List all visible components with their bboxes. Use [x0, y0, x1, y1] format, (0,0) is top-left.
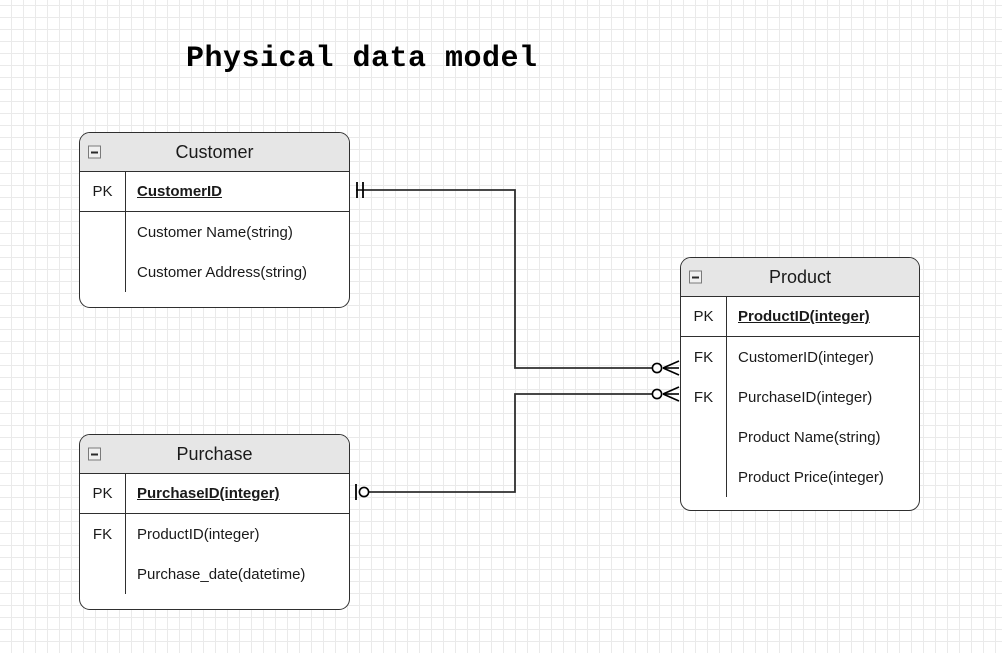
row-name: ProductID(integer) — [738, 308, 870, 325]
row-name: PurchaseID(integer) — [738, 388, 873, 406]
row-key: FK — [681, 377, 727, 417]
entity-customer[interactable]: Customer PK CustomerID Customer Name(str… — [79, 132, 350, 308]
row-key: FK — [80, 514, 126, 554]
row-key — [80, 212, 126, 252]
row-name: Customer Address(string) — [137, 263, 308, 281]
table-row[interactable]: Product Price(integer) — [681, 457, 919, 497]
cardinality-exactly-one-customer — [356, 182, 364, 198]
row-name: CustomerID — [137, 183, 223, 200]
table-row[interactable]: PK ProductID(integer) — [681, 297, 919, 337]
entity-customer-title: Customer — [175, 142, 254, 162]
row-key: PK — [80, 172, 126, 211]
cardinality-zero-or-many-product-1 — [651, 360, 680, 376]
cardinality-zero-or-one-purchase — [355, 484, 370, 500]
row-key — [80, 554, 126, 594]
row-name: CustomerID(integer) — [738, 348, 874, 366]
row-key: PK — [80, 474, 126, 513]
row-name: Customer Name(string) — [137, 223, 293, 241]
row-key — [80, 252, 126, 292]
connector-customer-product[interactable] — [356, 182, 680, 376]
table-row[interactable]: Product Name(string) — [681, 417, 919, 457]
table-row[interactable]: Purchase_date(datetime) — [80, 554, 349, 594]
table-row[interactable]: FK PurchaseID(integer) — [681, 377, 919, 417]
page-title: Physical data model — [186, 42, 538, 76]
row-key — [681, 417, 727, 457]
entity-customer-header[interactable]: Customer — [80, 133, 349, 172]
row-key: FK — [681, 337, 727, 377]
table-row[interactable]: FK ProductID(integer) — [80, 514, 349, 554]
connector-purchase-product[interactable] — [355, 386, 680, 500]
collapse-minus-icon[interactable] — [88, 447, 101, 461]
row-name: PurchaseID(integer) — [137, 485, 280, 502]
row-key: PK — [681, 297, 727, 336]
row-name: Product Name(string) — [738, 428, 881, 446]
row-key — [681, 457, 727, 497]
row-name: Purchase_date(datetime) — [137, 565, 306, 583]
entity-purchase-title: Purchase — [176, 444, 253, 464]
entity-product-title: Product — [768, 267, 832, 287]
table-row[interactable]: Customer Name(string) — [80, 212, 349, 252]
entity-product-header[interactable]: Product — [681, 258, 919, 297]
collapse-minus-icon[interactable] — [88, 145, 101, 159]
table-row[interactable]: PK PurchaseID(integer) — [80, 474, 349, 514]
entity-purchase-header[interactable]: Purchase — [80, 435, 349, 474]
cardinality-zero-or-many-product-2 — [651, 386, 680, 402]
entity-product[interactable]: Product PK ProductID(integer) FK Custome… — [680, 257, 920, 511]
table-row[interactable]: FK CustomerID(integer) — [681, 337, 919, 377]
entity-purchase[interactable]: Purchase PK PurchaseID(integer) FK Produ… — [79, 434, 350, 610]
row-name: Product Price(integer) — [738, 468, 884, 486]
table-row[interactable]: PK CustomerID — [80, 172, 349, 212]
table-row[interactable]: Customer Address(string) — [80, 252, 349, 292]
row-name: ProductID(integer) — [137, 525, 260, 543]
collapse-minus-icon[interactable] — [689, 270, 702, 284]
